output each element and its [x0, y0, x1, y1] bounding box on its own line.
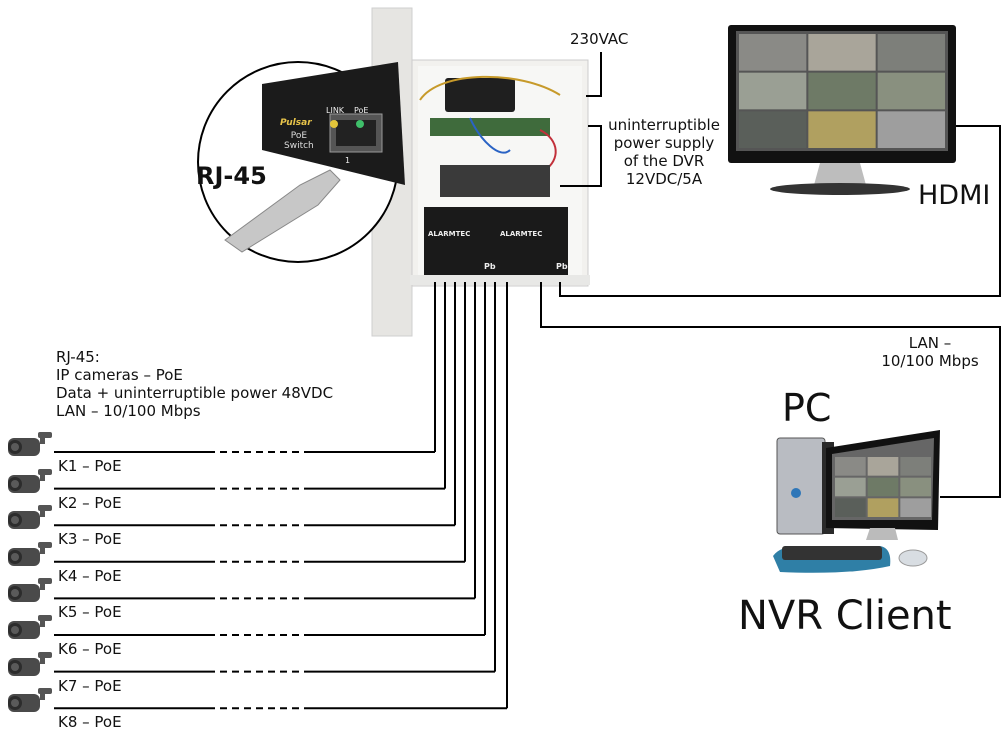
camera-label: K8 – PoE	[58, 713, 122, 732]
camera-label: K5 – PoE	[58, 603, 122, 622]
ip-camera-icon	[2, 611, 52, 645]
camera-feed-tile	[877, 34, 945, 71]
ups-note-line: of the DVR	[623, 152, 705, 170]
camera-label: K7 – PoE	[58, 676, 122, 695]
camera-cable	[54, 282, 466, 563]
led-link-label: LINK	[326, 106, 345, 115]
rj45-notes: RJ-45: IP cameras – PoE Data + uninterru…	[56, 348, 333, 420]
rj45-callout-label: RJ-45	[196, 162, 267, 190]
switch-model-line: Switch	[284, 140, 314, 151]
battery-marking: Pb	[556, 262, 568, 271]
ups-note: uninterruptible power supply of the DVR …	[602, 116, 726, 188]
pc-workstation	[773, 430, 940, 573]
camera-feed-tile	[835, 457, 866, 476]
camera-cable	[54, 282, 486, 636]
camera-cable	[54, 282, 436, 453]
battery-2	[496, 207, 568, 275]
pcb-board	[430, 118, 550, 136]
dvr-monitor	[728, 25, 956, 195]
nvr-client-label: NVR Client	[738, 593, 952, 639]
camera-feed-tile	[808, 72, 876, 110]
switch-model: PoE Switch	[284, 131, 314, 152]
camera-cable	[54, 282, 508, 710]
rj45-note-line: IP cameras – PoE	[56, 366, 183, 384]
camera-cable	[54, 282, 456, 527]
ip-camera-icon	[2, 428, 52, 462]
ip-camera-icon	[2, 501, 52, 535]
dvr-psu-block	[440, 165, 550, 197]
camera-feed-tile	[867, 477, 899, 497]
camera-cables	[54, 282, 508, 710]
camera-feed-tile	[835, 477, 866, 497]
ups-note-line: power supply	[613, 134, 715, 152]
hdmi-label: HDMI	[918, 180, 991, 211]
battery-brand: ALARMTEC	[428, 230, 471, 238]
mains-voltage-label: 230VAC	[570, 30, 629, 48]
camera-feed-tile	[877, 111, 945, 148]
rj45-note-line: LAN – 10/100 Mbps	[56, 402, 201, 420]
battery-1	[424, 207, 496, 275]
lan-label: LAN – 10/100 Mbps	[868, 334, 992, 370]
camera-feed-tile	[877, 72, 945, 110]
rj45-note-line: Data + uninterruptible power 48VDC	[56, 384, 334, 402]
pc-label: PC	[782, 386, 832, 430]
rj45-closeup	[197, 61, 405, 263]
ups-note-line: uninterruptible	[608, 116, 720, 134]
switch-brand: Pulsar	[280, 118, 312, 128]
camera-feed-tile	[867, 457, 899, 476]
camera-cable	[54, 282, 496, 673]
switch-model-line: PoE	[290, 131, 308, 141]
rj45-note-line: RJ-45:	[56, 348, 100, 366]
camera-feed-tile	[739, 72, 807, 110]
ups-note-line: 12VDC/5A	[625, 170, 703, 188]
camera-feed-tile	[739, 111, 807, 148]
camera-label: K6 – PoE	[58, 640, 122, 658]
camera-label: K1 – PoE	[58, 457, 122, 475]
camera-label: K3 – PoE	[58, 530, 122, 549]
camera-label: K2 – PoE	[58, 493, 122, 512]
camera-feed-tile	[808, 111, 876, 148]
camera-feed-tile	[835, 498, 866, 517]
ip-camera-icon	[2, 684, 52, 718]
camera-feed-tile	[739, 34, 807, 71]
camera-label: K4 – PoE	[58, 566, 122, 585]
mains-line	[586, 52, 602, 97]
camera-feed-tile	[900, 477, 931, 497]
camera-feed-tile	[900, 498, 931, 517]
battery-marking: Pb	[484, 262, 496, 271]
camera-cable	[54, 282, 476, 600]
lan-label-line: 10/100 Mbps	[881, 352, 979, 370]
camera-feed-tile	[867, 498, 899, 517]
ups-bracket	[560, 125, 602, 187]
hdmi-cable	[559, 125, 1001, 297]
lan-cable	[540, 282, 1001, 498]
led-poe-label: PoE	[354, 106, 369, 115]
poe-switch-module	[445, 78, 515, 112]
battery-brand: ALARMTEC	[500, 230, 543, 238]
ip-camera-icon	[2, 538, 52, 572]
lan-label-line: LAN –	[908, 334, 952, 352]
camera-feed-tile	[808, 34, 876, 71]
psu-enclosure	[371, 7, 590, 337]
ip-camera-icon	[2, 574, 52, 608]
camera-feed-tile	[900, 457, 931, 476]
ip-camera-icon	[2, 648, 52, 682]
ip-camera-icon	[2, 465, 52, 499]
camera-cable	[54, 282, 446, 490]
port-number: 1	[345, 156, 351, 165]
